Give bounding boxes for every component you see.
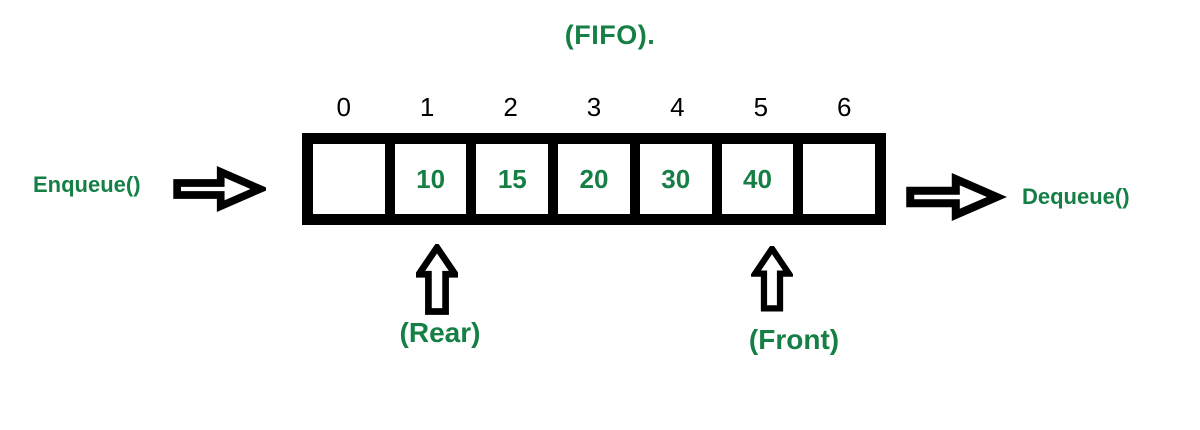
front-label: (Front) — [748, 324, 840, 355]
cell-value: 40 — [742, 163, 772, 194]
index-label-6: 6 — [837, 92, 852, 122]
index-label-3: 3 — [586, 92, 602, 122]
rear-label: (Rear) — [399, 317, 481, 348]
cell-value: 15 — [497, 163, 527, 194]
queue-cell-1: 10 — [389, 139, 472, 219]
index-label-0: 0 — [336, 92, 351, 122]
queue-array-box: 10 15 20 30 40 — [302, 133, 886, 225]
cell-value: 10 — [416, 163, 446, 194]
queue-cell-3: 20 — [553, 139, 635, 219]
queue-cell-6 — [798, 139, 881, 219]
dequeue-right-arrow-icon — [906, 173, 1007, 221]
cell-value: 20 — [579, 163, 609, 194]
queue-cell-2: 15 — [471, 139, 554, 219]
cell-value: 30 — [661, 163, 691, 194]
enqueue-right-arrow-icon — [173, 166, 266, 212]
index-row: 0 1 2 3 4 5 6 — [302, 91, 886, 123]
index-label-2: 2 — [503, 92, 518, 122]
enqueue-label: Enqueue() — [33, 172, 141, 197]
index-label-4: 4 — [670, 92, 685, 122]
rear-pointer-up-arrow-icon — [416, 244, 458, 315]
diagram-title: (FIFO). — [564, 20, 656, 50]
dequeue-label: Dequeue() — [1022, 184, 1130, 209]
queue-cell-5: 40 — [716, 139, 799, 219]
queue-cell-4: 30 — [634, 139, 717, 219]
queue-cell-0 — [308, 139, 390, 219]
index-label-5: 5 — [753, 92, 769, 122]
front-pointer-up-arrow-icon — [751, 246, 793, 312]
index-label-1: 1 — [419, 92, 435, 122]
